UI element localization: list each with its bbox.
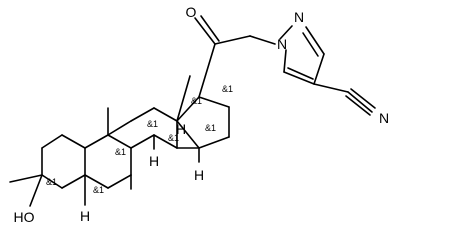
stereo-label-c3: &1 — [46, 177, 57, 187]
stereo-labels: &1 &1 &1 &1 &1 &1 &1 &1 — [46, 84, 233, 195]
pyrazole-n1-label: N — [277, 36, 287, 52]
stereo-label-c17: &1 — [222, 84, 233, 94]
hydroxyl-label: HO — [14, 209, 35, 225]
bond-lines — [9, 15, 376, 207]
stereo-label-c13: &1 — [191, 96, 202, 106]
hydrogen-c5-label: H — [80, 208, 90, 224]
pyrazole-n2-label: N — [294, 9, 304, 25]
stereo-label-c5: &1 — [93, 185, 104, 195]
hydrogen-c14-label: H — [194, 167, 204, 183]
ketone-oxygen-label: O — [186, 4, 197, 20]
atom-labels: O N N N HO H H H H — [14, 4, 390, 225]
stereo-label-c9: &1 — [147, 119, 158, 129]
stereo-label-c8: &1 — [168, 133, 179, 143]
hydrogen-c8-label: H — [176, 121, 186, 137]
hydrogen-c9-label: H — [149, 153, 159, 169]
stereo-label-c14: &1 — [205, 123, 216, 133]
nitrile-nitrogen-label: N — [379, 110, 389, 126]
stereo-label-c10: &1 — [115, 147, 126, 157]
